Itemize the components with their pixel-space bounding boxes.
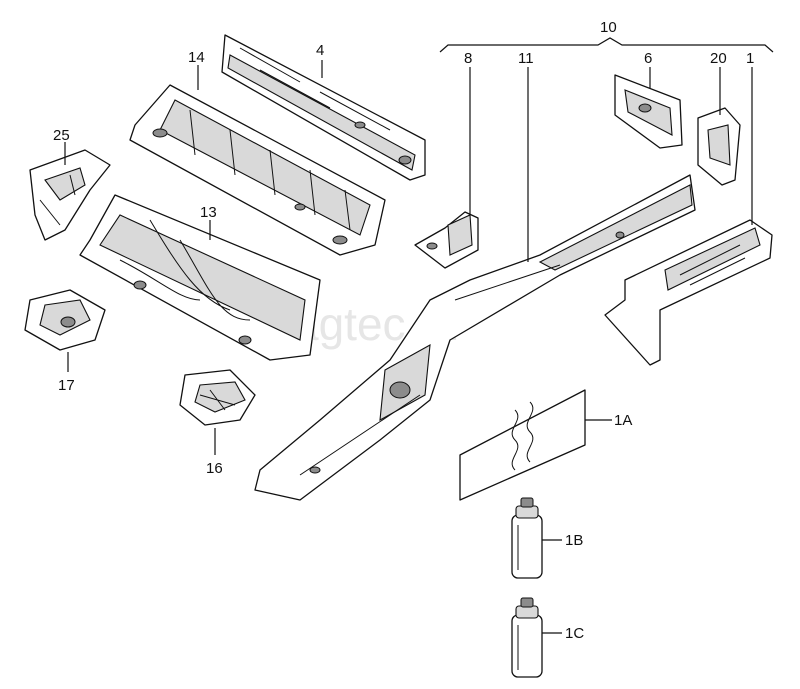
part-8-bracket[interactable] (414, 211, 479, 269)
callout-1a: 1A (614, 412, 632, 429)
callout-14: 14 (188, 49, 205, 66)
part-4-rail[interactable] (221, 34, 426, 181)
part-1-rear-member[interactable] (604, 219, 773, 366)
callout-17: 17 (58, 377, 75, 394)
part-16-mount[interactable] (179, 369, 256, 426)
part-1a-foil-strip[interactable] (459, 389, 586, 501)
callout-13: 13 (200, 204, 217, 221)
callout-1b: 1B (565, 532, 583, 549)
part-25-bracket[interactable] (29, 149, 111, 241)
callout-25: 25 (53, 127, 70, 144)
callout-20: 20 (710, 50, 727, 67)
callout-8: 8 (464, 50, 472, 67)
part-13-floor-panel[interactable] (79, 194, 321, 361)
leader-lines (64, 37, 774, 634)
part-1c-sealant-can[interactable] (511, 597, 543, 678)
part-11-side-member[interactable] (254, 174, 696, 501)
part-1b-sealant-can[interactable] (511, 497, 543, 579)
callout-10: 10 (600, 19, 617, 36)
callout-6: 6 (644, 50, 652, 67)
callout-11: 11 (518, 50, 534, 67)
callout-4: 4 (316, 42, 324, 59)
callout-16: 16 (206, 460, 223, 477)
part-6-reinforcement[interactable] (614, 74, 683, 149)
part-17-mount[interactable] (24, 289, 106, 351)
part-14-cross-member[interactable] (129, 84, 386, 256)
callout-1: 1 (746, 50, 754, 67)
callout-1c: 1C (565, 625, 584, 642)
part-20-plate[interactable] (697, 107, 741, 186)
